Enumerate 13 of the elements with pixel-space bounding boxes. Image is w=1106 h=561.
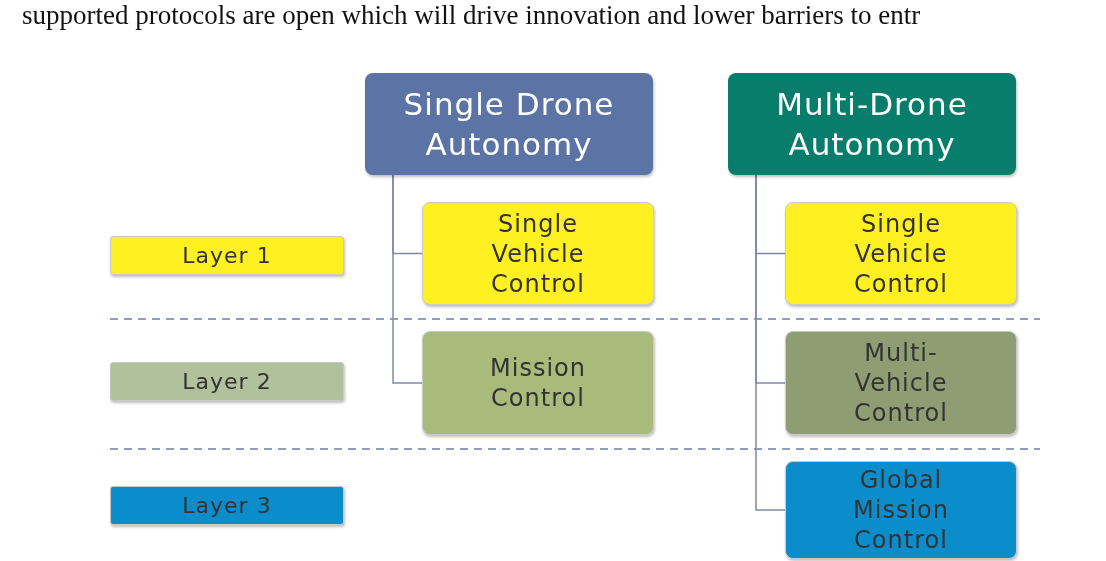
layer-tag: Layer 1 [110,236,344,275]
process-box: Single Vehicle Control [422,202,654,305]
category-header: Multi-Drone Autonomy [728,73,1016,175]
category-header: Single Drone Autonomy [365,73,653,175]
body-text: supported protocols are open which will drive innovation and lower barriers to entr [22,0,921,30]
connector-line [755,174,786,511]
process-box: Global Mission Control [785,461,1017,559]
layer-tag: Layer 3 [110,486,344,525]
process-box: Mission Control [422,331,654,435]
process-box: Single Vehicle Control [785,202,1017,305]
connector-line [392,174,423,384]
layer-tag: Layer 2 [110,362,344,401]
process-box: Multi-Vehicle Control [785,331,1017,435]
